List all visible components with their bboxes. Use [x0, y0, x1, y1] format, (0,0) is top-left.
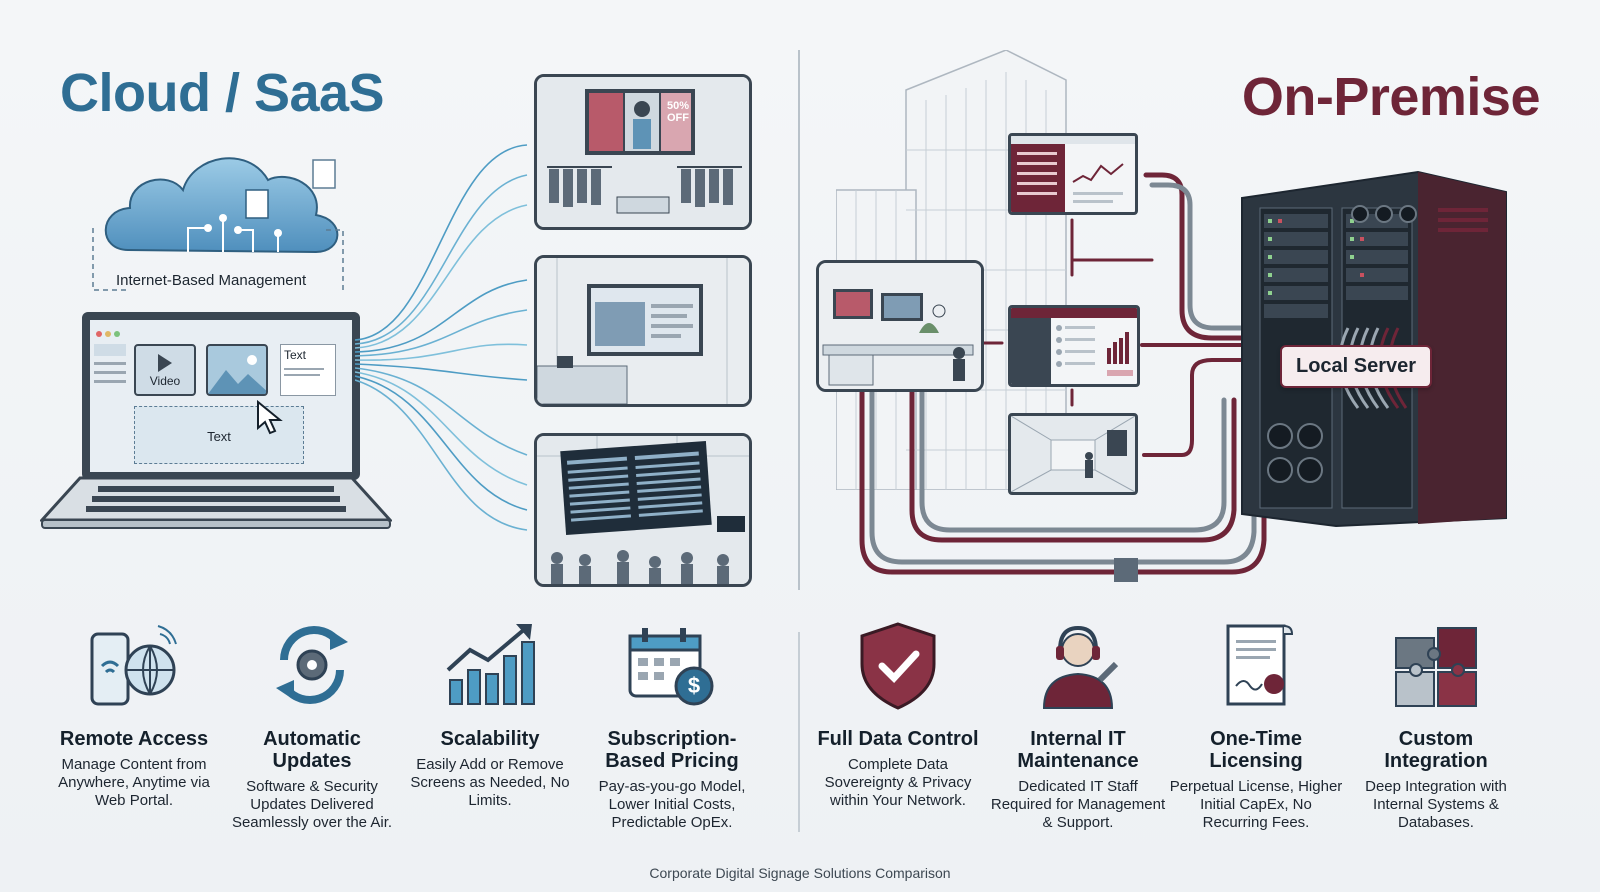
puzzle-icon	[1395, 627, 1477, 707]
network-cables	[859, 172, 1267, 582]
feature-title: One-Time Licensing	[1209, 728, 1303, 772]
retail-display-panel	[534, 74, 752, 230]
feature-description: Complete Data Sovereignty & Privacy with…	[824, 756, 972, 809]
internet-management-label: Internet-Based Management	[116, 272, 307, 289]
feature-title: Subscription-Based Pricing	[605, 728, 739, 772]
feature-remote-access: Remote Access Manage Content from Anywhe…	[44, 610, 224, 810]
sync-gear-icon	[276, 626, 348, 704]
figure-caption: Corporate Digital Signage Solutions Comp…	[649, 865, 951, 881]
airport-display-panel	[534, 433, 752, 587]
feature-title: Automatic Updates	[263, 728, 361, 772]
text-label-small: Text	[284, 348, 307, 362]
text-block-large[interactable]: Text	[134, 406, 304, 464]
feature-one-time-licensing: One-Time Licensing Perpetual License, Hi…	[1166, 610, 1346, 832]
feature-title: Remote Access	[59, 728, 209, 750]
feature-custom-integration: Custom Integration Deep Integration with…	[1346, 610, 1526, 832]
feature-description: Manage Content from Anywhere, Anytime vi…	[58, 756, 210, 809]
feature-description: Easily Add or Remove Screens as Needed, …	[410, 756, 570, 809]
cursor-icon	[257, 400, 283, 435]
laptop-screen: Video Text Text	[82, 312, 360, 480]
feature-description: Pay-as-you-go Model, Lower Initial Costs…	[598, 778, 746, 831]
admin-dashboard-screen	[1008, 133, 1138, 215]
local-server-label: Local Server	[1280, 345, 1433, 388]
play-icon	[158, 354, 172, 372]
editor-sidebar	[94, 344, 126, 464]
shield-check-icon	[860, 622, 936, 710]
laptop-keyboard	[40, 476, 392, 529]
image-tile[interactable]	[206, 344, 268, 396]
feature-subscription-pricing: $ Subscription-Based Pricing Pay-as-you-…	[582, 610, 762, 832]
feature-automatic-updates: Automatic Updates Software & Security Up…	[222, 610, 402, 832]
calendar-dollar-icon: $	[628, 628, 714, 706]
feature-description: Perpetual License, Higher Initial CapEx,…	[1169, 778, 1343, 831]
features-divider	[798, 632, 800, 832]
phone-globe-icon	[90, 625, 177, 706]
content-management-screen	[1008, 305, 1140, 387]
section-divider	[798, 50, 800, 590]
image-icon	[208, 355, 266, 394]
lobby-display-panel	[534, 255, 752, 407]
sale-badge: 50% OFF	[666, 100, 690, 124]
feature-title: Scalability	[440, 728, 540, 750]
feature-title: Custom Integration	[1384, 728, 1488, 772]
growth-chart-icon	[446, 624, 535, 705]
feature-description: Software & Security Updates Delivered Se…	[231, 778, 393, 831]
technician-icon	[1042, 625, 1119, 709]
feature-full-data-control: Full Data Control Complete Data Sovereig…	[808, 610, 988, 810]
feature-scalability: Scalability Easily Add or Remove Screens…	[400, 610, 580, 810]
feature-internal-it-maintenance: Internal IT Maintenance Dedicated IT Sta…	[988, 610, 1168, 832]
text-tile-small[interactable]: Text	[280, 344, 336, 396]
feature-title: Full Data Control	[817, 728, 979, 750]
cloud-icon	[92, 157, 344, 291]
license-certificate-icon	[1226, 624, 1294, 706]
cloud-saas-title: Cloud / SaaS	[60, 63, 385, 123]
hallway-display	[1008, 413, 1138, 495]
video-tile[interactable]: Video	[134, 344, 196, 396]
window-dots	[96, 324, 136, 337]
cloud-connection-lines	[355, 144, 528, 531]
feature-description: Deep Integration with Internal Systems &…	[1365, 778, 1507, 831]
feature-description: Dedicated IT Staff Required for Manageme…	[990, 778, 1166, 831]
svg-text:$: $	[688, 673, 700, 698]
office-display-panel	[816, 260, 984, 392]
feature-title: Internal IT Maintenance	[1017, 728, 1139, 772]
on-premise-title: On-Premise	[1241, 67, 1541, 127]
video-label: Video	[149, 374, 181, 388]
